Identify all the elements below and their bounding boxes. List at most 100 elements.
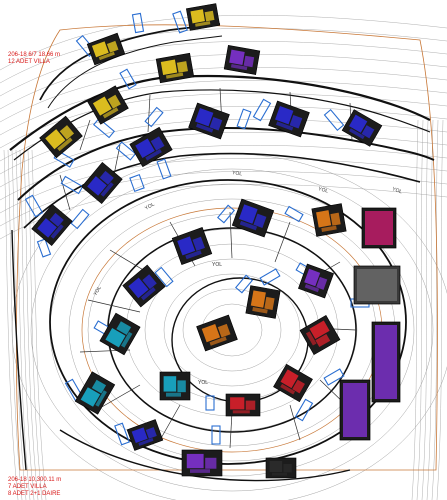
apartment-block	[371, 321, 401, 403]
road-outer-ring	[49, 179, 407, 465]
apartment-room-block	[343, 383, 367, 437]
villa-building	[39, 115, 83, 159]
villa-room-block	[204, 10, 215, 22]
parking-space	[131, 12, 145, 34]
villa-room-block	[304, 283, 320, 293]
villa-room-block	[165, 72, 184, 79]
villa-building	[298, 263, 334, 299]
villa-room-block	[50, 224, 64, 239]
parcel-line	[147, 94, 151, 133]
villa-room-block	[239, 220, 258, 231]
villa-building	[299, 314, 341, 356]
road-label: YOL	[198, 380, 208, 386]
parcel-label-bottom-line1: 206-18 10,300.11 m	[8, 477, 62, 483]
villa-room-block	[205, 457, 217, 469]
villa-room-block	[49, 212, 64, 227]
parking-space	[211, 425, 221, 445]
villa-room-block	[150, 136, 165, 151]
villa-room-block	[176, 61, 188, 73]
villa-room-block	[106, 40, 119, 53]
road-top-switchback-edge	[47, 35, 223, 109]
villa-room-block	[283, 464, 292, 473]
villa-room-block	[315, 333, 331, 348]
parcel-line	[274, 221, 291, 263]
villa-room-block	[304, 268, 321, 287]
parcel-label-bottom-line3: 8 ADET 2+1 DAIRE	[8, 491, 61, 497]
villa-room-block	[190, 9, 205, 24]
villa-room-block	[160, 59, 178, 75]
villa-room-block	[98, 51, 115, 61]
parking-space	[235, 274, 253, 294]
villa-room-block	[316, 210, 332, 228]
parking-space	[323, 368, 345, 386]
villa-room-block	[245, 400, 256, 410]
villa-room-block	[321, 225, 337, 233]
parking-space	[129, 174, 145, 192]
villa-room-block	[280, 369, 299, 389]
villa-room-block	[177, 380, 186, 393]
villa-room-block	[280, 383, 296, 395]
villa-room-block	[91, 41, 109, 58]
road-labels: YOL YOL YOL YOL YOL YOL YOL	[93, 170, 403, 386]
villa-room-block	[59, 125, 75, 140]
villa-room-block	[128, 277, 149, 299]
villa-building	[31, 203, 73, 247]
parking-spaces	[24, 10, 370, 446]
villa-room-block	[289, 115, 303, 129]
villa-building	[159, 371, 191, 401]
contour-line	[163, 273, 301, 387]
apartment-block	[353, 265, 401, 305]
contour-line	[19, 149, 35, 500]
villa-room-block	[190, 469, 210, 473]
villa-room-block	[253, 213, 267, 228]
villa-room-block	[192, 236, 205, 251]
villa-room-block	[99, 170, 114, 185]
villa-room-block	[45, 129, 66, 150]
site-boundary	[15, 24, 438, 471]
villa-room-block	[80, 387, 101, 407]
villa-building	[273, 363, 313, 403]
parking-space	[236, 108, 252, 130]
villa-building	[122, 264, 166, 308]
villa-room-block	[349, 128, 365, 140]
villa-room-block	[309, 320, 330, 339]
villa-building	[265, 457, 297, 479]
villa-room-block	[102, 107, 119, 119]
contour-line	[436, 119, 444, 500]
villa-room-block	[209, 336, 227, 346]
villa-building	[245, 285, 281, 319]
villa-room-block	[95, 390, 107, 407]
villa-room-block	[185, 250, 202, 260]
villa-room-block	[229, 49, 245, 65]
villa-room-block	[107, 94, 121, 109]
road-left-vertical	[11, 229, 27, 471]
contour-line	[0, 158, 447, 214]
villa-room-block	[292, 379, 305, 394]
parking-space	[70, 208, 90, 230]
villa-room-block	[92, 96, 112, 116]
road-label: YOL	[93, 285, 103, 297]
road-label: YOL	[391, 186, 403, 195]
contour-line	[431, 119, 439, 500]
villa-room-block	[349, 114, 368, 133]
parcel-label-top-line2: 12 ADET VILLA	[8, 59, 50, 65]
villa-building	[268, 100, 310, 138]
contour-line	[15, 149, 31, 500]
villa-room-block	[105, 327, 126, 348]
villa-room-block	[177, 236, 196, 256]
villa-room-block	[145, 427, 157, 439]
villa-room-block	[186, 453, 204, 469]
villa-building	[181, 449, 223, 477]
villa-room-block	[163, 376, 177, 392]
parking-space	[92, 117, 116, 139]
villa-building	[129, 126, 173, 168]
parking-space	[119, 68, 137, 90]
apartment-room-block	[357, 269, 397, 301]
villa-room-block	[238, 204, 258, 224]
road-upper-curve	[9, 74, 431, 151]
parking-space	[60, 175, 84, 195]
contour-line	[31, 149, 47, 500]
villa-room-block	[91, 379, 107, 394]
parcel-label-bottom-line2: 7 ADET VILLA	[8, 484, 47, 490]
villa-building	[311, 203, 347, 237]
